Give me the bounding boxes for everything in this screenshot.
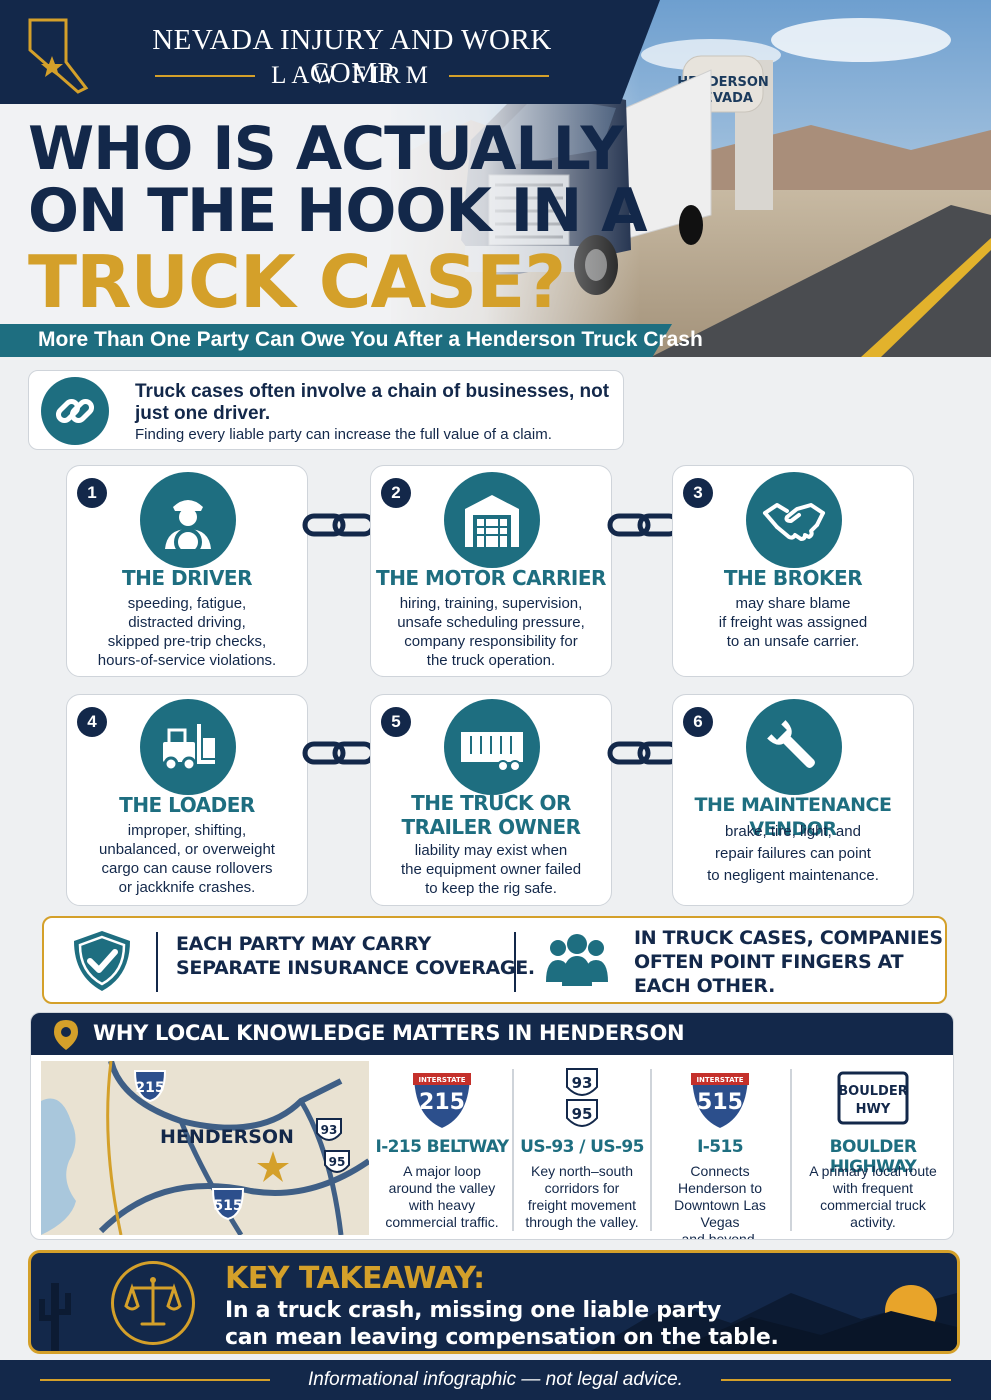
party-card-loader: 4 THE LOADER improper, shifting, unbalan… [66,694,308,906]
road-desc: Key north–south corridors for freight mo… [525,1163,639,1230]
handshake-icon [746,472,842,568]
scales-of-justice-icon [111,1261,195,1345]
road-i515: INTERSTATE 515 I-515 Connects Henderson … [651,1065,789,1239]
forklift-icon [140,699,236,795]
firm-banner [0,0,660,104]
svg-text:515: 515 [697,1090,743,1115]
party-number: 2 [381,478,411,508]
chain-link-icon [41,377,109,445]
i215-shield: 215 [133,1070,167,1103]
boulder-hwy-sign-icon: BOULDER HWY [837,1071,909,1125]
takeaway-heading: KEY TAKEAWAY: [225,1261,485,1296]
wrench-icon [746,699,842,795]
party-title: THE DRIVER [122,566,253,590]
svg-text:INTERSTATE: INTERSTATE [696,1076,743,1084]
party-desc: speeding, fatigue, distracted driving, s… [97,595,277,669]
road-name: I-515 [697,1137,743,1157]
party-card-owner: 5 THE TRUCK OR TRAILER OWNER liability m… [370,694,612,906]
road-i215: INTERSTATE 215 I-215 BELTWAY A major loo… [373,1065,511,1239]
headline-line-2: ON THE HOOK IN A [28,176,648,246]
map-shield-515: 515 [213,1198,242,1214]
party-desc: liability may exist when the equipment o… [400,842,582,897]
hero-section: HENDERSON NEVADA NEVADA INJURY AND WORK … [0,0,991,357]
us95-shield: 95 [324,1150,350,1173]
svg-text:95: 95 [572,1105,593,1123]
chain-link-icon [302,513,376,537]
local-knowledge-section: WHY LOCAL KNOWLEDGE MATTERS IN HENDERSON… [30,1012,954,1240]
map-shield-95: 95 [329,1155,346,1169]
map-shield-93: 93 [321,1123,338,1137]
map-shield-215: 215 [135,1080,164,1096]
party-number: 5 [381,707,411,737]
interstate-215-sign-icon: INTERSTATE 215 [411,1072,473,1131]
headline-line-3: TRUCK CASE? [28,240,566,324]
road-desc: Connects Henderson to Downtown Las Vegas… [674,1163,766,1240]
svg-text:215: 215 [419,1090,465,1115]
nevada-state-logo-icon [28,18,89,94]
driver-icon [140,472,236,568]
map-city-label: HENDERSON [160,1126,294,1148]
subheadline: More Than One Party Can Owe You After a … [38,328,703,351]
party-number: 1 [77,478,107,508]
us-route-signs-icon: 93 95 [566,1068,598,1127]
desert-scene [39,1283,957,1351]
party-card-broker: 3 THE BROKER may share blame if freight … [672,465,914,677]
firm-subtitle: LAW FIRM [271,62,433,89]
takeaway-body: In a truck crash, missing one liable par… [225,1298,779,1350]
svg-text:INTERSTATE: INTERSTATE [418,1076,465,1084]
party-number: 6 [683,707,713,737]
chain-link-icon [302,741,376,765]
road-boulder-highway: BOULDER HWY BOULDER HIGHWAY A primary lo… [799,1065,947,1239]
road-name: US-93 / US-95 [520,1137,644,1157]
intro-bold-text: Truck cases often involve a chain of bus… [135,381,610,424]
disclaimer: Informational infographic — not legal ad… [308,1369,683,1390]
intro-text: Finding every liable party can increase … [135,426,552,443]
svg-text:93: 93 [572,1074,593,1092]
star-icon [257,1151,289,1182]
svg-text:HWY: HWY [856,1102,891,1117]
party-title: THE MOTOR CARRIER [376,566,606,590]
finger-pointing-text: IN TRUCK CASES, COMPANIES OFTEN POINT FI… [634,927,943,997]
headline-line-1: WHO IS ACTUALLY [28,114,624,184]
chain-link-icon [607,513,681,537]
group-people-icon [546,934,608,986]
insurance-strip: EACH PARTY MAY CARRY SEPARATE INSURANCE … [42,916,947,1004]
party-title: THE LOADER [119,793,255,817]
svg-text:BOULDER: BOULDER [838,1084,907,1099]
interstate-515-sign-icon: INTERSTATE 515 [689,1072,751,1131]
road-name: BOULDER HIGHWAY [829,1137,917,1177]
us93-shield: 93 [316,1118,342,1141]
party-desc: may share blame if freight was assigned … [718,595,868,650]
road-desc: A major loop around the valley with heav… [385,1163,499,1230]
party-card-driver: 1 THE DRIVER speeding, fatigue, distract… [66,465,308,677]
party-title: THE BROKER [723,566,863,590]
party-title: THE MAINTENANCE VENDOR [694,794,892,840]
party-title: THE TRUCK OR TRAILER OWNER [401,791,581,839]
party-desc: hiring, training, supervision, unsafe sc… [397,595,585,669]
party-number: 3 [683,478,713,508]
henderson-map: 215 515 93 95 HENDERSON [41,1061,369,1235]
key-takeaway-box: KEY TAKEAWAY: In a truck crash, missing … [28,1250,960,1354]
road-desc: A primary local route with frequent comm… [809,1163,937,1230]
road-name: I-215 BELTWAY [375,1137,510,1157]
i515-shield: 515 [211,1188,245,1221]
party-desc: improper, shifting, unbalanced, or overw… [99,822,275,896]
party-card-motor-carrier: 2 THE MOTOR CARRIER hiring, training, su… [370,465,612,677]
trailer-icon [444,699,540,795]
chain-link-icon [607,741,681,765]
shield-check-icon [74,931,130,991]
subheadline-bar [0,324,672,357]
insurance-text: EACH PARTY MAY CARRY SEPARATE INSURANCE … [176,933,535,979]
footer: Informational infographic — not legal ad… [0,1360,991,1400]
firm-name: NEVADA INJURY AND WORK COMP [152,24,552,89]
intro-box: Truck cases often involve a chain of bus… [28,370,624,450]
location-pin-icon [54,1020,78,1050]
local-title: WHY LOCAL KNOWLEDGE MATTERS IN HENDERSON [93,1021,685,1045]
warehouse-icon [444,472,540,568]
road-us93-us95: 93 95 US-93 / US-95 Key north–south corr… [513,1065,651,1239]
party-number: 4 [77,707,107,737]
party-card-maintenance-vendor: 6 THE MAINTENANCE VENDOR brake, tire, li… [672,694,914,906]
party-desc: brake, tire, light, and repair failures … [707,823,879,884]
